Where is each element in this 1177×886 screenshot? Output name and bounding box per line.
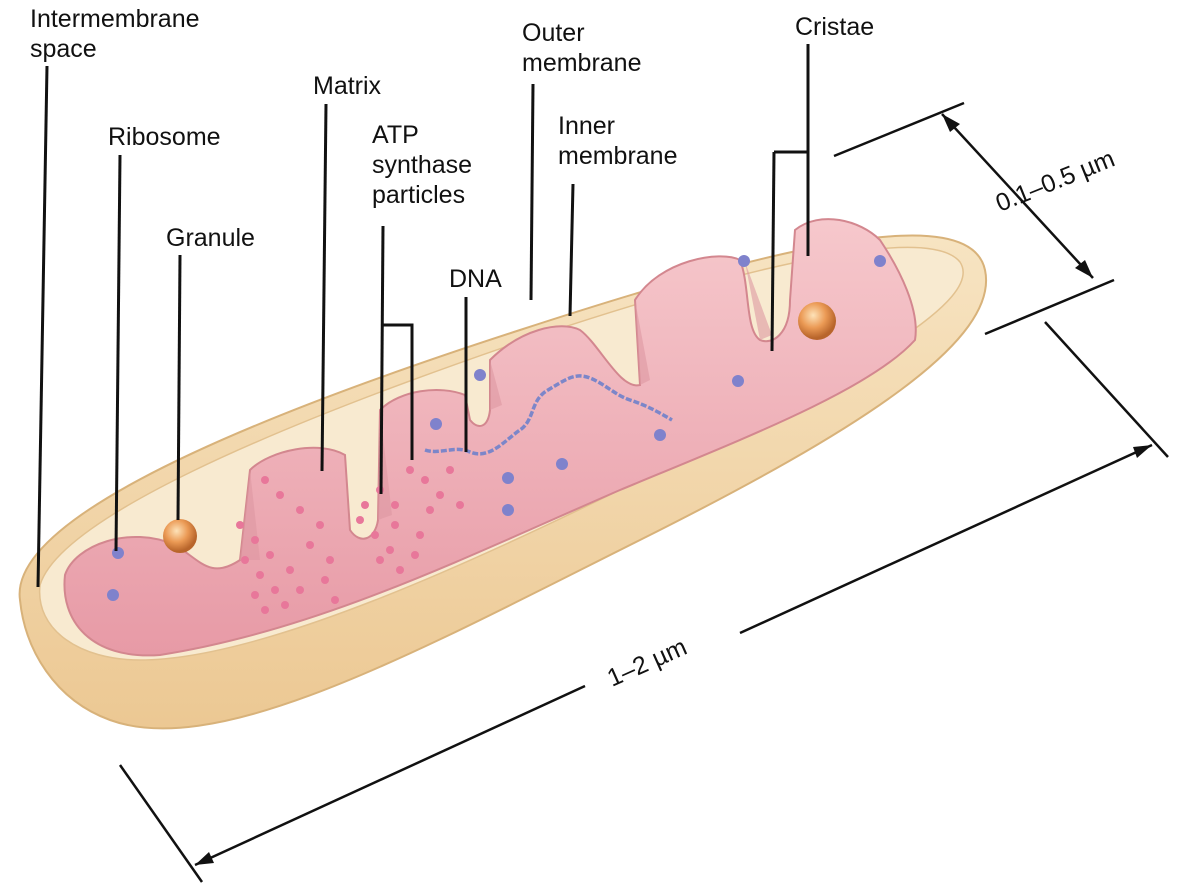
label-length-dimension: 1–2 µm xyxy=(603,633,691,693)
granule-right xyxy=(798,302,836,340)
label-granule: Granule xyxy=(166,224,255,252)
label-width-dimension: 0.1–0.5 µm xyxy=(992,145,1119,218)
label-cristae: Cristae xyxy=(795,13,874,41)
label-intermembrane-space: Intermembrane space xyxy=(30,5,206,63)
label-outer-membrane: Outer membrane xyxy=(522,19,642,77)
granule-left xyxy=(163,519,197,553)
label-ribosome: Ribosome xyxy=(108,123,221,151)
label-dna: DNA xyxy=(449,265,502,293)
label-inner-membrane: Inner membrane xyxy=(558,112,678,170)
label-atp-synthase-particles: ATP synthase particles xyxy=(372,121,479,209)
label-matrix: Matrix xyxy=(313,72,382,100)
